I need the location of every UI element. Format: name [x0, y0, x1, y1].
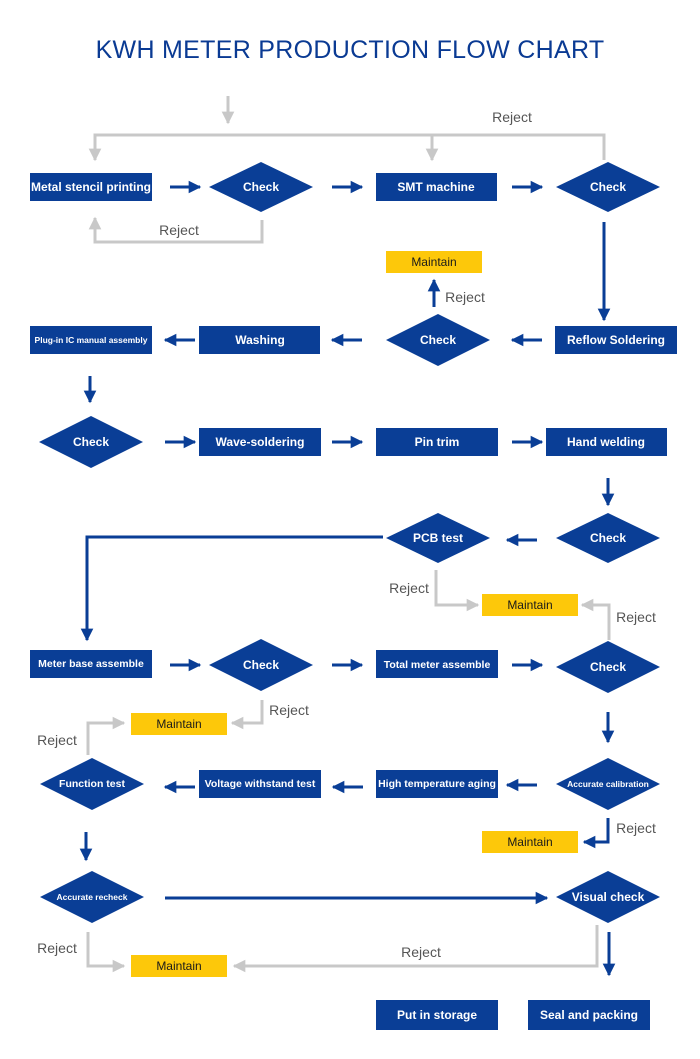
- reject-label-check1: Reject: [159, 222, 199, 238]
- box-reflow-soldering: [555, 326, 677, 354]
- decision-diamonds: [39, 162, 660, 923]
- reject-label-top: Reject: [492, 109, 532, 125]
- label-wave-soldering: Wave-soldering: [216, 435, 305, 449]
- diamond-check-7: [556, 641, 660, 693]
- reject-label-check7: Reject: [616, 609, 656, 625]
- label-plugin-ic-assembly: Plug-in IC manual assembly: [35, 335, 148, 345]
- arrow-calib-maintain4: [582, 818, 610, 849]
- box-washing: [199, 326, 320, 354]
- diamond-check-5: [556, 513, 660, 563]
- diamond-check-3: [386, 314, 490, 366]
- box-smt-machine: [376, 173, 497, 201]
- box-put-in-storage: [376, 1000, 498, 1030]
- label-check-6: Check: [243, 658, 279, 672]
- label-total-meter-assemble: Total meter assemble: [384, 659, 491, 671]
- label-function-test: Function test: [59, 778, 125, 790]
- label-accurate-recheck: Accurate recheck: [57, 892, 128, 902]
- diamond-function-test: [40, 758, 144, 810]
- diamond-accurate-calibration: [556, 758, 660, 810]
- diamond-check-4: [39, 416, 143, 468]
- label-seal-and-packing: Seal and packing: [540, 1008, 638, 1022]
- diamond-pcb-test: [386, 513, 490, 563]
- reject-label-function: Reject: [37, 732, 77, 748]
- reject-label-visual: Reject: [401, 944, 441, 960]
- diamond-check-6: [209, 639, 313, 691]
- reject-line-visual: [232, 925, 599, 973]
- label-maintain-3: Maintain: [156, 717, 201, 731]
- box-maintain-5: [131, 955, 227, 977]
- diamond-visual-check: [556, 871, 660, 923]
- label-pin-trim: Pin trim: [415, 435, 460, 449]
- label-check-4: Check: [73, 435, 109, 449]
- reject-line-check7: [580, 598, 611, 640]
- label-maintain-4: Maintain: [507, 835, 552, 849]
- label-metal-stencil-printing: Metal stencil printing: [31, 180, 151, 194]
- label-check-3: Check: [420, 333, 456, 347]
- label-hand-welding: Hand welding: [567, 435, 645, 449]
- box-high-temperature-aging: [376, 770, 498, 798]
- reject-line-check6: [230, 700, 264, 730]
- reject-line-check1: [88, 216, 264, 244]
- box-hand-welding: [546, 428, 667, 456]
- chart-title: KWH METER PRODUCTION FLOW CHART: [95, 36, 605, 64]
- diamond-accurate-recheck: [40, 871, 144, 923]
- box-total-meter-assemble: [376, 650, 498, 678]
- reject-labels: Reject Reject Reject Reject Reject Rejec…: [37, 109, 656, 960]
- process-boxes: [30, 173, 677, 1030]
- box-maintain-3: [131, 713, 227, 735]
- label-maintain-2: Maintain: [507, 598, 552, 612]
- label-maintain-5: Maintain: [156, 959, 201, 973]
- label-check-5: Check: [590, 531, 626, 545]
- box-maintain-2: [482, 594, 578, 616]
- label-put-in-storage: Put in storage: [397, 1008, 477, 1022]
- label-meter-base-assemble: Meter base assemble: [38, 658, 144, 670]
- label-visual-check: Visual check: [572, 890, 645, 904]
- reject-label-pcbtest: Reject: [389, 580, 429, 596]
- reject-line-check2-loop: [88, 133, 606, 162]
- box-seal-and-packing: [528, 1000, 650, 1030]
- reject-line-recheck: [86, 932, 126, 973]
- box-pin-trim: [376, 428, 498, 456]
- reject-label-check6: Reject: [269, 702, 309, 718]
- reject-line-function: [86, 716, 126, 755]
- arrow-pcbtest-meterbase: [80, 535, 383, 642]
- reject-label-check3: Reject: [445, 289, 485, 305]
- flow-arrows: [79, 180, 616, 977]
- label-washing: Washing: [235, 333, 285, 347]
- label-check-2: Check: [590, 180, 626, 194]
- label-check-7: Check: [590, 660, 626, 674]
- label-accurate-calibration: Accurate calibration: [567, 779, 649, 789]
- reject-lines: [86, 96, 611, 973]
- diamond-check-1: [209, 162, 313, 212]
- reject-line-pcbtest: [434, 570, 480, 612]
- label-reflow-soldering: Reflow Soldering: [567, 333, 665, 347]
- maintain-boxes: [131, 251, 578, 977]
- label-pcb-test: PCB test: [413, 531, 463, 545]
- reject-label-calib: Reject: [616, 820, 656, 836]
- label-smt-machine: SMT machine: [397, 180, 475, 194]
- box-voltage-withstand-test: [199, 770, 321, 798]
- box-wave-soldering: [199, 428, 321, 456]
- reject-label-recheck: Reject: [37, 940, 77, 956]
- box-metal-stencil-printing: [30, 173, 152, 201]
- box-maintain-1: [386, 251, 482, 273]
- label-check-1: Check: [243, 180, 279, 194]
- label-voltage-withstand-test: Voltage withstand test: [205, 778, 316, 790]
- box-meter-base-assemble: [30, 650, 152, 678]
- box-maintain-4: [482, 831, 578, 853]
- node-labels: Metal stencil printing Check SMT machine…: [31, 180, 665, 1022]
- label-high-temperature-aging: High temperature aging: [378, 778, 496, 790]
- label-maintain-1: Maintain: [411, 255, 456, 269]
- diamond-check-2: [556, 162, 660, 212]
- box-plugin-ic-assembly: [30, 326, 152, 354]
